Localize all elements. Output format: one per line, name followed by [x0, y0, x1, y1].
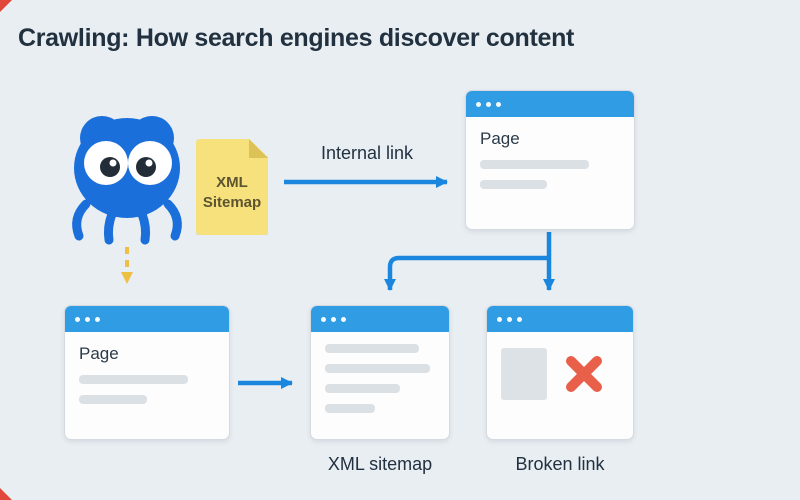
corner-mark-bottom-left	[0, 488, 12, 500]
skeleton-line	[79, 395, 147, 404]
window-dots-icon	[476, 101, 481, 107]
window-dots-icon	[497, 316, 502, 322]
skeleton-line	[325, 384, 400, 393]
window-body	[311, 332, 449, 436]
spider-crawler-svg	[72, 116, 182, 245]
window-dots-icon	[95, 316, 100, 322]
window-title: Page	[79, 344, 119, 363]
window-dots-icon	[331, 316, 336, 322]
window-title: Page	[480, 129, 520, 148]
skeleton-line	[480, 180, 548, 189]
page-window-bottom: Page	[64, 305, 230, 440]
window-body: Page	[65, 332, 229, 427]
window-dots-icon	[341, 316, 346, 322]
spider-crawler-icon	[52, 106, 202, 248]
xml-sitemap-doc-icon: XML Sitemap	[196, 139, 268, 235]
skeleton-line	[79, 375, 188, 384]
xml-sitemap-window	[310, 305, 450, 440]
skeleton-line	[325, 404, 375, 413]
skeleton-line	[325, 364, 430, 373]
xml-doc-label-line1: XML	[216, 174, 248, 191]
window-dots-icon	[507, 316, 512, 322]
skeleton-line	[325, 344, 419, 353]
page-to-sitemap-branch-arrow	[384, 255, 549, 291]
corner-mark-top-left	[0, 0, 12, 12]
image-placeholder	[501, 348, 547, 400]
window-dots-icon	[85, 316, 90, 322]
xml-sitemap-caption: XML sitemap	[327, 454, 433, 474]
window-dots-icon	[75, 316, 80, 322]
broken-link-caption: Broken link	[515, 454, 605, 474]
window-header	[65, 306, 229, 332]
page-title: Crawling: How search engines discover co…	[18, 24, 575, 52]
window-body	[487, 332, 633, 416]
window-body: Page	[466, 117, 634, 212]
skeleton-line	[480, 160, 590, 169]
xml-doc-label-line2: Sitemap	[202, 193, 262, 211]
window-header	[311, 306, 449, 332]
doc-fold-corner	[249, 139, 268, 158]
window-header	[466, 91, 634, 117]
window-header	[487, 306, 633, 332]
page-window-top: Page	[465, 90, 635, 230]
broken-link-window	[486, 305, 634, 440]
window-dots-icon	[321, 316, 326, 322]
window-dots-icon	[517, 316, 522, 322]
xml-doc-label: XML Sitemap	[196, 173, 268, 212]
window-dots-icon	[496, 101, 501, 107]
window-dots-icon	[486, 101, 491, 107]
broken-link-x-icon	[566, 356, 602, 392]
internal-link-label: Internal link	[320, 143, 414, 163]
